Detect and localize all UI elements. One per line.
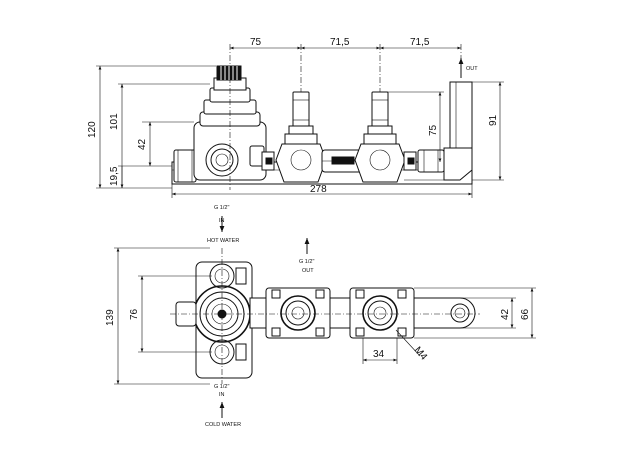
dim-m4: M4	[412, 345, 430, 363]
dim-120: 120	[87, 121, 98, 138]
hot-water-label: HOT WATER	[207, 238, 239, 244]
out-label-top: OUT	[466, 66, 478, 72]
plan-horizontal-body	[249, 297, 267, 329]
outlet-flange-plan	[413, 297, 476, 329]
left-inlet-stub	[173, 149, 197, 183]
dim-278: 278	[310, 184, 327, 195]
out-thread-label: G 1/2"	[299, 259, 314, 265]
cold-in-label: IN	[219, 392, 225, 398]
side-elevation-view: OUT 75 71,5 71,5 120 101 42 19,5	[87, 37, 504, 198]
dim-42-top: 42	[137, 138, 148, 150]
out-label-plan: OUT	[302, 268, 314, 274]
shutoff-valve-1	[275, 91, 327, 183]
dim-71-5-a: 71,5	[330, 37, 350, 48]
connector-nut-1	[261, 151, 275, 171]
dim-34: 34	[373, 349, 385, 360]
dim-139: 139	[105, 309, 116, 326]
dim-75-right: 75	[428, 124, 439, 136]
dim-76: 76	[129, 308, 140, 320]
valve-1-plan	[280, 295, 316, 331]
cold-water-label: COLD WATER	[205, 422, 241, 428]
outlet-elbow	[443, 81, 473, 181]
hot-thread-label: G 1/2"	[214, 205, 229, 211]
shutoff-valve-2	[354, 91, 406, 183]
valve-2-plan	[362, 295, 398, 331]
dim-101: 101	[109, 113, 120, 130]
plan-view: G 1/2" IN HOT WATER G 1/2" OUT G 1/2" IN…	[105, 205, 536, 428]
cold-thread-label: G 1/2"	[214, 384, 229, 390]
connector-nut-2	[403, 149, 445, 173]
dim-66: 66	[520, 308, 531, 320]
dim-75-top: 75	[250, 37, 262, 48]
dim-91: 91	[488, 114, 499, 126]
dim-19-5: 19,5	[109, 166, 120, 186]
hot-in-label: IN	[219, 218, 225, 224]
dim-42-plan: 42	[500, 308, 511, 320]
dim-71-5-b: 71,5	[410, 37, 430, 48]
